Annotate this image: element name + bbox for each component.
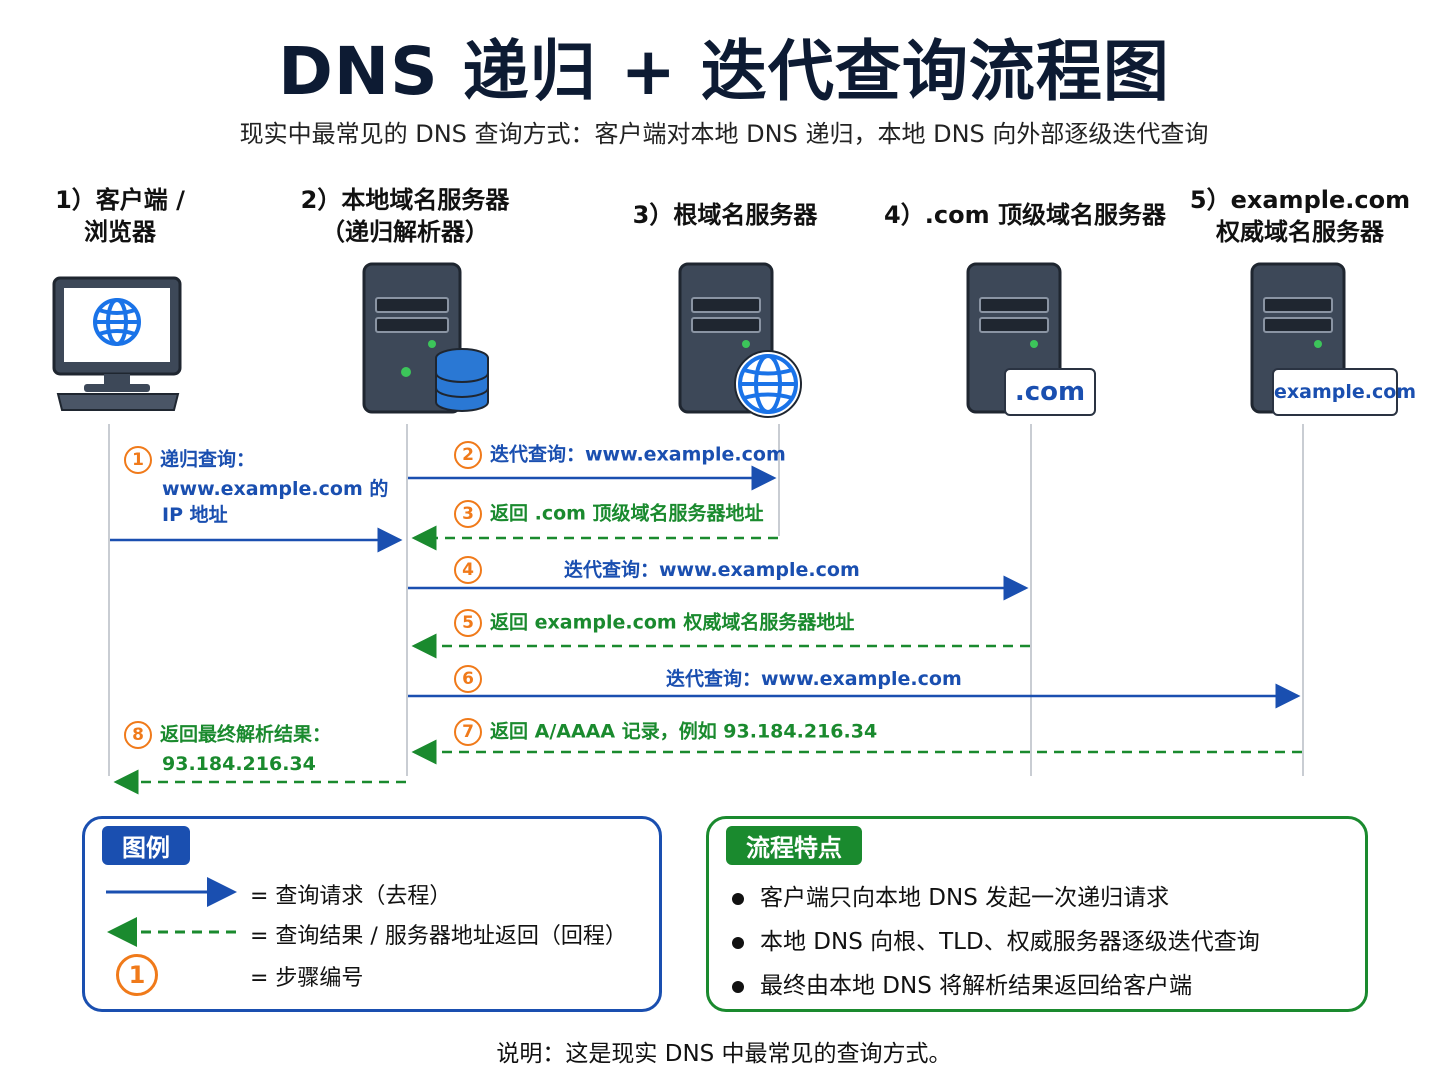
lifeline-client xyxy=(108,424,110,776)
message-text: 返回 A/AAAA 记录，例如 93.184.216.34 xyxy=(490,720,878,743)
feature-item: 本地 DNS 向根、TLD、权威服务器逐级迭代查询 xyxy=(732,922,1260,956)
message-text: 迭代查询：www.example.com xyxy=(666,667,962,690)
features-title: 流程特点 xyxy=(726,826,862,865)
step-number-badge: 5 xyxy=(454,609,482,637)
legend-title: 图例 xyxy=(102,826,190,865)
feature-item: 客户端只向本地 DNS 发起一次递归请求 xyxy=(732,878,1169,912)
feature-item: 最终由本地 DNS 将解析结果返回给客户端 xyxy=(732,966,1192,1000)
message-text: 返回 .com 顶级域名服务器地址 xyxy=(490,502,764,525)
actor-label-line: （递归解析器） xyxy=(321,218,489,246)
actor-label-line: 权威域名服务器 xyxy=(1216,218,1384,246)
page-title: DNS 递归 + 迭代查询流程图 xyxy=(278,33,1170,110)
message-label-step-6: 6 迭代查询：www.example.com xyxy=(454,665,962,693)
message-label-step-1: 1 递归查询： www.example.com 的 IP 地址 xyxy=(124,446,388,528)
feature-text: 最终由本地 DNS 将解析结果返回给客户端 xyxy=(760,973,1193,999)
message-text: IP 地址 xyxy=(162,504,228,526)
legend-panel xyxy=(82,816,662,1012)
actor-label-root: 3）根域名服务器 xyxy=(600,199,850,231)
legend-step-badge: 1 xyxy=(116,954,158,996)
message-label-step-4: 4 迭代查询：www.example.com xyxy=(454,556,860,584)
message-label-step-7: 7 返回 A/AAAA 记录，例如 93.184.216.34 xyxy=(454,718,877,746)
message-text: 返回最终解析结果： xyxy=(160,723,332,746)
actor-label-line: 浏览器 xyxy=(84,218,156,246)
legend-text-step: = 步骤编号 xyxy=(250,966,364,991)
message-text: 递归查询： xyxy=(160,448,256,471)
server-icon xyxy=(678,262,802,418)
server-tag-com: .com xyxy=(1004,368,1096,416)
step-number-badge: 1 xyxy=(124,446,152,474)
actor-label-line: 4）.com 顶级域名服务器 xyxy=(884,201,1166,229)
step-number-badge: 3 xyxy=(454,500,482,528)
feature-text: 客户端只向本地 DNS 发起一次递归请求 xyxy=(760,885,1170,911)
legend-text-request: = 查询请求（去程） xyxy=(250,884,452,909)
legend-arrows xyxy=(106,877,237,947)
lifeline-root xyxy=(778,424,780,536)
actor-label-line: 1）客户端 / xyxy=(55,186,185,214)
lifeline-tld xyxy=(1030,424,1032,776)
bullet-icon xyxy=(732,936,744,949)
globe-icon xyxy=(93,298,141,346)
actor-label-line: 2）本地域名服务器 xyxy=(300,186,510,214)
message-text: www.example.com 的 xyxy=(162,478,389,500)
actor-label-local-dns: 2）本地域名服务器 （递归解析器） xyxy=(280,184,530,248)
step-number-badge: 8 xyxy=(124,721,152,749)
server-tag-example: example.com xyxy=(1272,368,1416,416)
lifeline-local-dns xyxy=(406,424,408,776)
message-text: 迭代查询：www.example.com xyxy=(564,558,860,581)
step-number-badge: 4 xyxy=(454,556,482,584)
step-number-badge: 2 xyxy=(454,441,482,469)
message-label-step-2: 2 迭代查询：www.example.com xyxy=(454,441,786,469)
lifeline-authoritative xyxy=(1302,424,1304,776)
actor-label-tld: 4）.com 顶级域名服务器 xyxy=(880,199,1170,231)
message-text: 迭代查询：www.example.com xyxy=(490,443,786,466)
message-label-step-3: 3 返回 .com 顶级域名服务器地址 xyxy=(454,500,764,528)
features-panel xyxy=(706,816,1368,1012)
message-label-step-8: 8 返回最终解析结果： 93.184.216.34 xyxy=(124,721,331,777)
bullet-icon xyxy=(732,980,744,993)
legend-text-response: = 查询结果 / 服务器地址返回（回程） xyxy=(250,924,627,949)
footer-note: 说明：这是现实 DNS 中最常见的查询方式。 xyxy=(496,1041,952,1067)
message-label-step-5: 5 返回 example.com 权威域名服务器地址 xyxy=(454,609,854,637)
message-text: 93.184.216.34 xyxy=(162,753,316,775)
actor-label-line: 5）example.com xyxy=(1189,186,1411,214)
server-icon xyxy=(362,262,489,414)
database-icon xyxy=(435,348,489,412)
actor-label-authoritative: 5）example.com 权威域名服务器 xyxy=(1185,184,1415,248)
page-subtitle: 现实中最常见的 DNS 查询方式：客户端对本地 DNS 递归，本地 DNS 向外… xyxy=(239,120,1209,148)
actor-label-line: 3）根域名服务器 xyxy=(632,201,818,229)
step-number-badge: 6 xyxy=(454,665,482,693)
globe-icon xyxy=(734,350,802,418)
step-number-badge: 7 xyxy=(454,718,482,746)
message-text: 返回 example.com 权威域名服务器地址 xyxy=(490,611,855,634)
bullet-icon xyxy=(732,892,744,905)
feature-text: 本地 DNS 向根、TLD、权威服务器逐级迭代查询 xyxy=(760,929,1260,955)
computer-icon xyxy=(52,276,182,411)
actor-label-client: 1）客户端 / 浏览器 xyxy=(30,184,210,248)
